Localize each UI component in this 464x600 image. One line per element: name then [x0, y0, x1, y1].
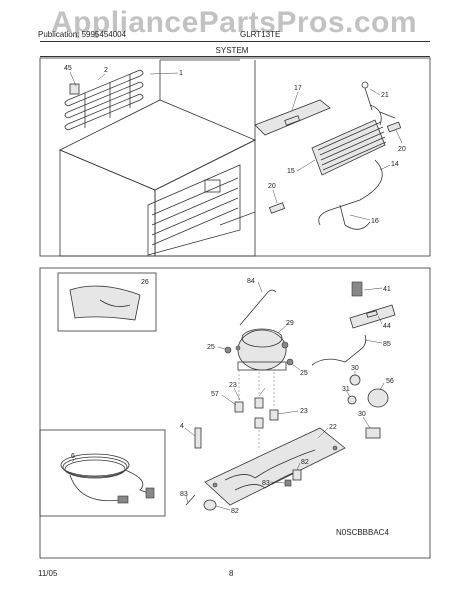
publication-number: Publication: 5995454004: [38, 30, 127, 39]
callout-25b: 25: [300, 370, 308, 377]
filter-drier: [194, 427, 202, 449]
callout-41: 41: [383, 286, 391, 293]
callout-1: 1: [179, 70, 183, 77]
fitting: [349, 374, 361, 386]
watermark: AppliancePartsPros.com: [50, 6, 418, 39]
base-plate: [204, 427, 346, 506]
relay: [351, 281, 363, 297]
callout-26: 26: [141, 279, 149, 286]
clip: [268, 202, 286, 214]
callout-31: 31: [342, 386, 350, 393]
callout-56: 56: [386, 378, 394, 385]
connector: [365, 427, 381, 439]
callout-20: 20: [398, 146, 406, 153]
nut: [284, 479, 292, 487]
rod: [239, 289, 277, 326]
callout-84: 84: [247, 278, 255, 285]
callout-30: 30: [351, 365, 359, 372]
section-title: SYSTEM: [215, 46, 249, 55]
section-rule: [40, 56, 430, 57]
callout-23: 23: [229, 382, 237, 389]
grommet: [254, 417, 264, 429]
leader-lines: [69, 71, 403, 511]
footer-date: 11/05: [38, 569, 58, 578]
power-cord: [60, 453, 155, 504]
callout-29: 29: [286, 320, 294, 327]
callout-44: 44: [383, 323, 391, 330]
callout-6: 6: [71, 453, 75, 460]
callout-82: 82: [301, 459, 309, 466]
compressor: [235, 328, 289, 371]
callout-2: 2: [104, 67, 108, 74]
insulation-box: [57, 272, 157, 332]
callout-45: 45: [64, 65, 72, 72]
callout-4: 4: [180, 423, 184, 430]
footer-page: 8: [229, 569, 234, 578]
tube: [311, 334, 367, 366]
callout-16: 16: [371, 218, 379, 225]
drain-tube: [318, 159, 383, 230]
cap: [203, 499, 217, 511]
callout-17: 17: [294, 85, 302, 92]
grommet: [254, 397, 264, 409]
header-rule: [40, 41, 430, 42]
callout-82b: 82: [231, 508, 239, 515]
screw: [292, 469, 302, 481]
callout-21: 21: [381, 92, 389, 99]
clip: [386, 121, 402, 133]
callout-85: 85: [383, 341, 391, 348]
condenser-coil: [64, 69, 144, 131]
callout-57: 57: [211, 391, 219, 398]
model-number: GLRT13TE: [240, 30, 281, 39]
cabinet-illustration: [59, 59, 256, 257]
callout-23b: 23: [300, 408, 308, 415]
relay-bracket: [349, 304, 396, 329]
fitting: [347, 395, 357, 405]
grommet: [269, 409, 279, 421]
evaporator: [311, 81, 396, 176]
callout-22: 22: [329, 424, 337, 431]
grommet: [234, 401, 244, 413]
callout-83: 83: [262, 480, 270, 487]
lower-frame: [39, 267, 431, 559]
callout-30b: 30: [358, 411, 366, 418]
power-cord-box: [39, 429, 166, 517]
callout-20b: 20: [268, 183, 276, 190]
callout-83b: 83: [180, 491, 188, 498]
callout-labels: 45 2 1 17 21 20 14 15 20 16 26 84 41 44 …: [64, 65, 406, 515]
callout-14: 14: [391, 161, 399, 168]
callout-25: 25: [207, 344, 215, 351]
knob: [367, 388, 389, 408]
diagram-code: N0SCBBBAC4: [336, 528, 389, 537]
callout-15: 15: [287, 168, 295, 175]
